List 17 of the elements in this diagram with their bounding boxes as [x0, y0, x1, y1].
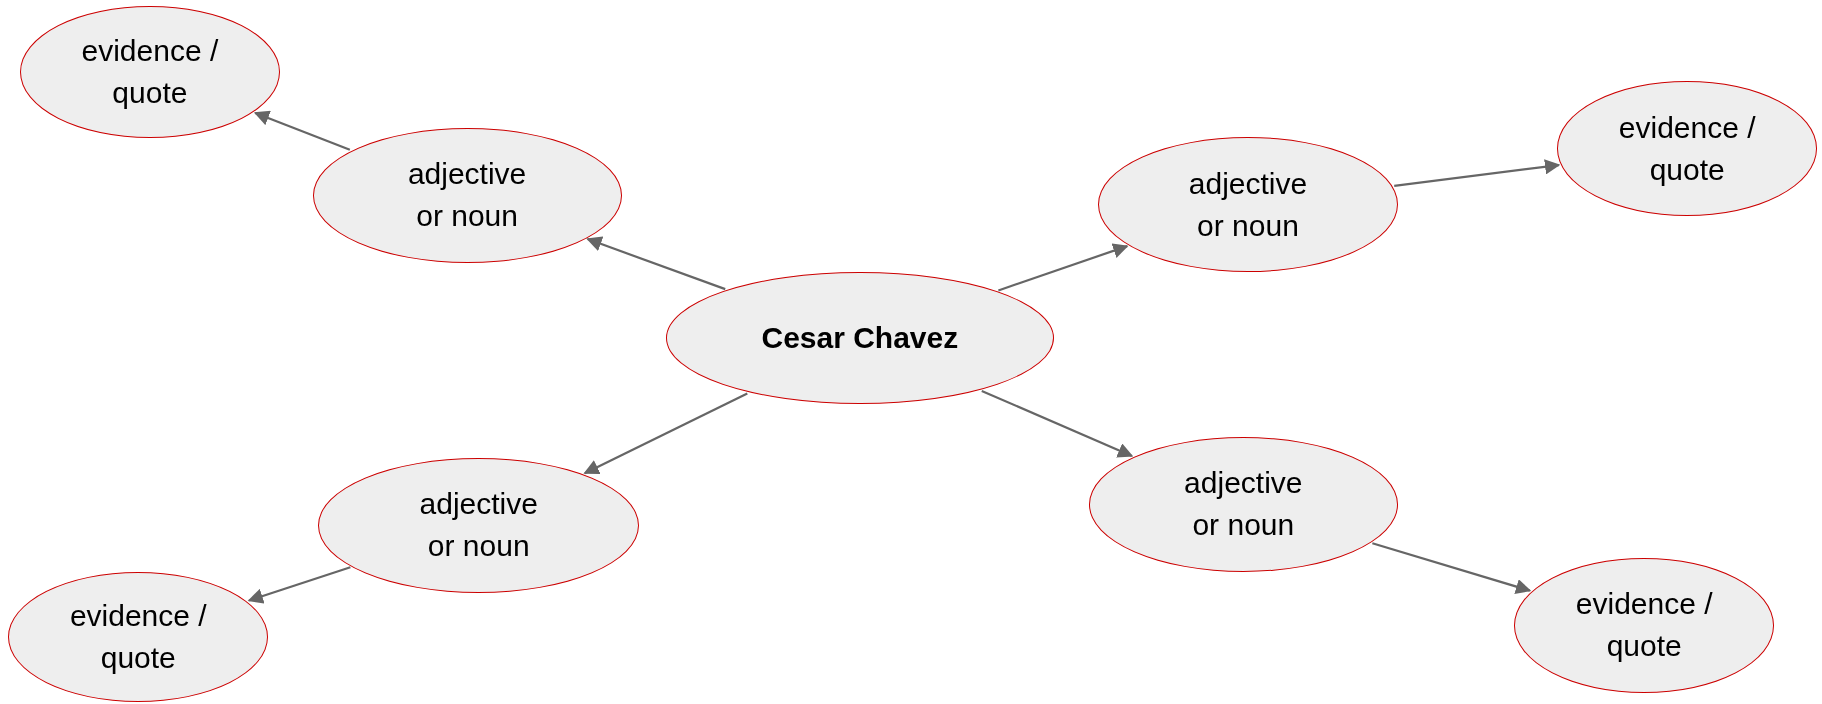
- node-text: evidence / quote: [1617, 109, 1757, 188]
- node-text: evidence / quote: [80, 33, 220, 111]
- arrow: [247, 566, 351, 604]
- arrow: [253, 110, 351, 151]
- arrow: [981, 389, 1134, 458]
- arrow: [1372, 542, 1532, 595]
- node-text: Cesar Chavez: [761, 320, 959, 357]
- arrow: [586, 236, 726, 291]
- node-text: evidence / quote: [1574, 586, 1714, 665]
- node-text: adjective or noun: [406, 156, 528, 235]
- arrow: [998, 243, 1129, 292]
- arrow: [583, 392, 748, 475]
- node-text: adjective or noun: [418, 486, 539, 565]
- node-text: adjective or noun: [1183, 465, 1304, 544]
- node-text: evidence / quote: [68, 597, 208, 676]
- node-text: adjective or noun: [1187, 165, 1309, 244]
- arrow: [1394, 159, 1561, 188]
